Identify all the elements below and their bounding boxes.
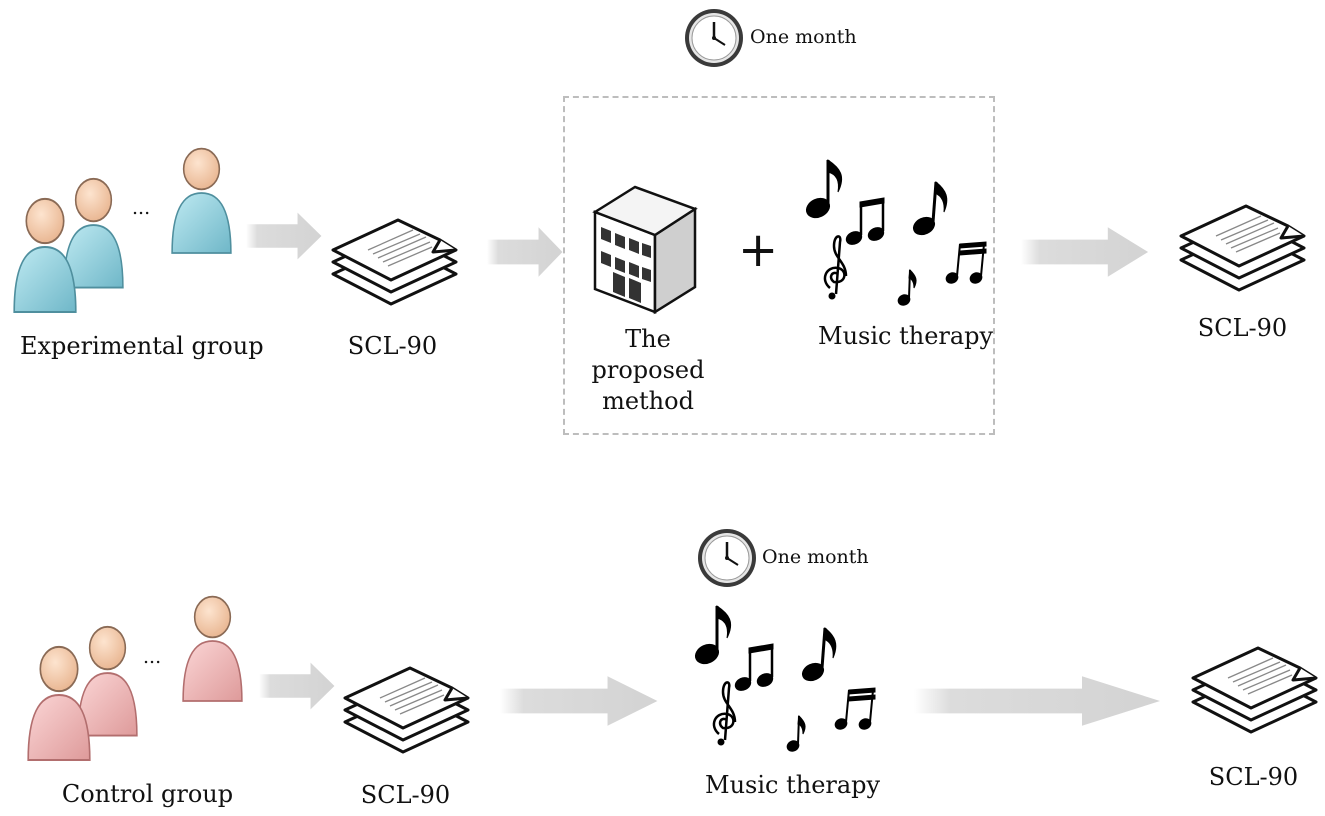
plus-sign: + [738,222,779,278]
ellipsis: ... [143,646,162,668]
building-icon [593,185,697,314]
music-notes-icon [801,158,988,309]
arrow-right-icon [246,212,322,260]
document-stack-icon [343,666,470,754]
arrow-right-icon [487,227,563,277]
arrow-right-icon [259,662,335,710]
document-stack-icon [331,218,458,306]
control-pre-test-label: SCL-90 [360,781,451,809]
control-group-label: Control group [61,780,234,808]
experimental-group-label: Experimental group [20,332,264,360]
experimental-pre-test-label: SCL-90 [347,332,438,360]
intervention-box [563,96,995,435]
document-stack-icon [1191,646,1318,734]
experimental-post-test-label: SCL-90 [1197,314,1288,342]
ellipsis: ... [132,197,151,219]
arrow-right-icon [914,676,1160,726]
experimental-duration-label: One month [750,26,857,48]
experimental-therapy-label: Music therapy [818,322,994,350]
document-stack-icon [1179,204,1306,292]
arrow-right-icon [500,676,658,726]
control-duration-label: One month [762,546,869,568]
control-therapy-label: Music therapy [705,771,881,799]
method-label: The proposed method [591,325,705,415]
arrow-right-icon [1021,227,1149,277]
control-people-icon [27,595,243,761]
experimental-people-icon [13,147,232,313]
clock-icon [683,7,745,69]
clock-icon [696,527,758,589]
control-post-test-label: SCL-90 [1208,763,1299,791]
music-notes-icon [690,604,877,755]
